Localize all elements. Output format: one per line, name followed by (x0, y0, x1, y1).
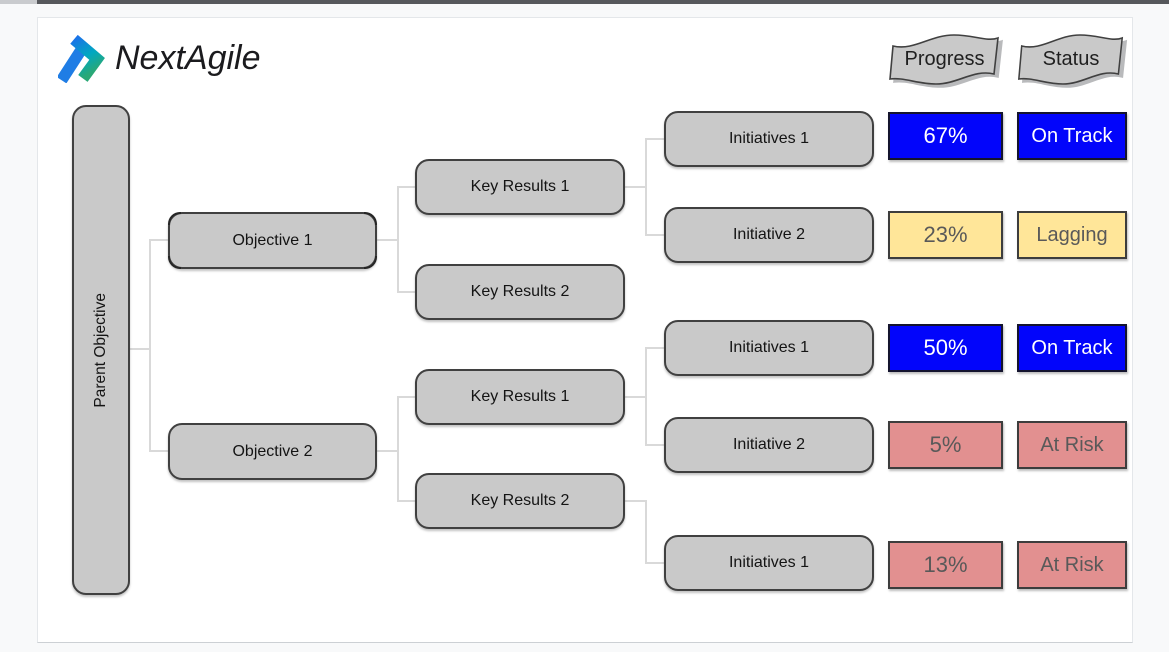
selection-handle (364, 212, 377, 225)
status-chip-row-2[interactable]: Lagging (1017, 211, 1127, 259)
node-parent-objective[interactable]: Parent Objective (72, 105, 130, 595)
top-accent-bar-left-segment (0, 0, 37, 4)
connector-line (149, 450, 168, 452)
status-value: On Track (1031, 336, 1113, 359)
node-initiatives-1-row-3[interactable]: Initiatives 1 (664, 320, 874, 376)
connector-line (625, 396, 645, 398)
top-accent-bar (0, 0, 1169, 4)
connector-line (377, 239, 397, 241)
node-key-results-1-of-objective-1[interactable]: Key Results 1 (415, 159, 625, 215)
node-label: Key Results 1 (470, 388, 570, 405)
connector-line (397, 500, 415, 502)
connector-line (397, 291, 415, 293)
status-chip-row-1[interactable]: On Track (1017, 112, 1127, 160)
selection-handle (168, 256, 181, 269)
selection-handle (168, 212, 181, 225)
node-label: Objective 1 (232, 231, 313, 249)
node-initiative-2-row-4[interactable]: Initiative 2 (664, 417, 874, 473)
node-initiatives-1-row-5[interactable]: Initiatives 1 (664, 535, 874, 591)
progress-chip-row-1[interactable]: 67% (888, 112, 1003, 160)
node-key-results-2-of-objective-1[interactable]: Key Results 2 (415, 264, 625, 320)
connector-line (645, 138, 664, 140)
brand-logo: NextAgile (58, 33, 261, 83)
status-chip-row-5[interactable]: At Risk (1017, 541, 1127, 589)
connector-line (397, 186, 399, 293)
connector-line (645, 444, 664, 446)
node-label: Initiatives 1 (728, 554, 810, 571)
connector-line (645, 347, 664, 349)
connector-line (645, 138, 647, 236)
connector-line (645, 347, 647, 446)
progress-chip-row-2[interactable]: 23% (888, 211, 1003, 259)
connector-line (397, 396, 415, 398)
progress-value: 13% (923, 552, 968, 577)
connector-line (149, 239, 168, 241)
progress-value: 5% (929, 432, 962, 457)
status-chip-row-4[interactable]: At Risk (1017, 421, 1127, 469)
connector-line (625, 500, 645, 502)
status-value: Lagging (1036, 223, 1108, 246)
status-value: At Risk (1040, 433, 1104, 456)
status-header-label: Status (1042, 48, 1100, 70)
connector-line (149, 239, 151, 451)
connector-line (397, 186, 415, 188)
node-label: Initiative 2 (732, 226, 806, 243)
connector-line (397, 396, 399, 502)
connector-line (645, 500, 647, 564)
wave-shape (1017, 34, 1124, 85)
status-value: At Risk (1040, 553, 1104, 576)
connector-line (645, 234, 664, 236)
connector-line (625, 186, 645, 188)
status-chip-row-3[interactable]: On Track (1017, 324, 1127, 372)
node-label: Parent Objective (92, 292, 109, 408)
node-label: Initiatives 1 (728, 339, 810, 356)
node-label: Key Results 1 (470, 178, 570, 195)
node-initiatives-1-row-1[interactable]: Initiatives 1 (664, 111, 874, 167)
node-label: Key Results 2 (470, 492, 570, 509)
node-key-results-2-of-objective-2[interactable]: Key Results 2 (415, 473, 625, 529)
node-label: Key Results 2 (470, 283, 570, 300)
progress-value: 50% (923, 335, 968, 360)
progress-header-label: Progress (904, 48, 985, 70)
node-key-results-1-of-objective-2[interactable]: Key Results 1 (415, 369, 625, 425)
progress-value: 23% (923, 222, 968, 247)
connector-line (130, 348, 149, 350)
node-label: Initiatives 1 (728, 130, 810, 147)
progress-chip-row-5[interactable]: 13% (888, 541, 1003, 589)
node-label: Initiative 2 (732, 436, 806, 453)
brand-name: NextAgile (115, 39, 261, 77)
node-objective-1[interactable]: Objective 1 (168, 212, 377, 269)
node-label: Objective 2 (232, 442, 313, 460)
node-objective-2[interactable]: Objective 2 (168, 423, 377, 480)
progress-chip-row-3[interactable]: 50% (888, 324, 1003, 372)
progress-header-flag: Progress (886, 32, 1003, 86)
status-header-flag: Status (1015, 32, 1127, 86)
progress-chip-row-4[interactable]: 5% (888, 421, 1003, 469)
connector-line (377, 450, 397, 452)
connector-line (645, 562, 664, 564)
wave-shape (889, 34, 999, 85)
node-initiative-2-row-2[interactable]: Initiative 2 (664, 207, 874, 263)
lambda-arrow-logo-icon (58, 34, 105, 83)
status-value: On Track (1031, 124, 1113, 147)
progress-value: 67% (923, 123, 968, 148)
